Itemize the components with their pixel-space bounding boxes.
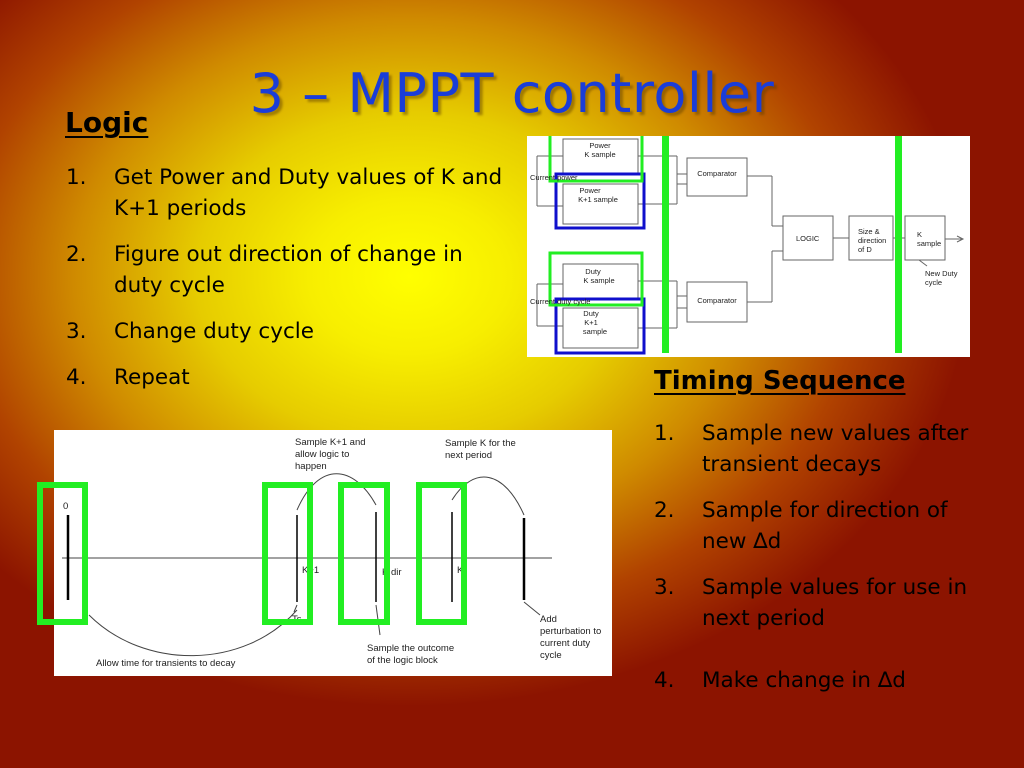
blue-highlight [554, 172, 646, 230]
annotation-sample-k1: allow logic to [295, 449, 349, 460]
list-item: 3.Change duty cycle [66, 319, 314, 344]
kdir-label: K dir [382, 567, 402, 578]
current-duty-label: Current duty cycle [530, 297, 590, 306]
k-sample-label: K [917, 230, 922, 239]
list-item: 2.Sample for direction of new ∆d [654, 498, 948, 554]
logic-heading: Logic [65, 106, 149, 139]
new-duty-label: cycle [925, 278, 942, 287]
annotation-add: current duty [540, 638, 590, 649]
logic-list: 1.Get Power and Duty values of K and K+1… [66, 162, 506, 393]
annotation-sample-k1: happen [295, 461, 327, 472]
duty-k1-label: Duty [583, 309, 599, 318]
power-k-label: Power [589, 141, 611, 150]
green-highlight [262, 482, 313, 625]
duty-k-label: K sample [583, 276, 614, 285]
annotation-outcome: Sample the outcome [367, 643, 454, 654]
green-highlight [37, 482, 88, 625]
timing-list: 1.Sample new values after transient deca… [654, 418, 984, 696]
annotation-add: perturbation to [540, 626, 601, 637]
annotation-add: Add [540, 614, 557, 625]
green-highlight [338, 482, 390, 625]
comparator-top-label: Comparator [697, 169, 737, 178]
annotation-add: cycle [540, 650, 562, 661]
list-item: 1.Sample new values after transient deca… [654, 421, 969, 477]
k-label: K [457, 565, 464, 576]
timing-diagram: 0 K+1 K dir K Ts Sample K+1 and allow lo… [54, 430, 612, 676]
annotation-outcome: of the logic block [367, 655, 438, 666]
list-item: 4.Repeat [66, 365, 190, 390]
blue-highlight [554, 297, 646, 355]
size-direction-label: Size & [858, 227, 880, 236]
comparator-bottom-label: Comparator [697, 296, 737, 305]
zero-label: 0 [63, 501, 68, 512]
k-sample-label: sample [917, 239, 941, 248]
green-highlight [416, 482, 467, 625]
annotation-sample-k: Sample K for the [445, 438, 516, 449]
power-k-label: K sample [584, 150, 615, 159]
size-direction-label: direction [858, 236, 886, 245]
annotation-allow-time: Allow time for transients to decay [96, 658, 236, 669]
list-item: 3.Sample values for use in next period [654, 575, 968, 631]
duty-k1-label: sample [583, 327, 607, 336]
list-item: 1.Get Power and Duty values of K and K+1… [66, 165, 503, 221]
power-k1-label: K+1 sample [578, 195, 618, 204]
timing-heading: Timing Sequence [654, 366, 906, 396]
logic-label: LOGIC [796, 234, 820, 243]
slide-title: 3 – MPPT controller [249, 62, 775, 125]
green-sample-bar [662, 136, 669, 353]
duty-k-label: Duty [585, 267, 601, 276]
power-k1-label: Power [579, 186, 601, 195]
new-duty-label: New Duty [925, 269, 958, 278]
block-diagram: Power K sample Current power Power K+1 s… [527, 136, 970, 357]
green-sample-bar [895, 136, 902, 353]
current-power-label: Current power [530, 173, 578, 182]
size-direction-label: of D [858, 245, 872, 254]
green-highlight [548, 136, 644, 183]
annotation-sample-k1: Sample K+1 and [295, 437, 366, 448]
list-item: 2.Figure out direction of change in duty… [66, 242, 463, 298]
duty-k1-label: K+1 [584, 318, 598, 327]
annotation-sample-k: next period [445, 450, 492, 461]
green-highlight [548, 251, 644, 307]
list-item: 4.Make change in ∆d [654, 668, 906, 693]
